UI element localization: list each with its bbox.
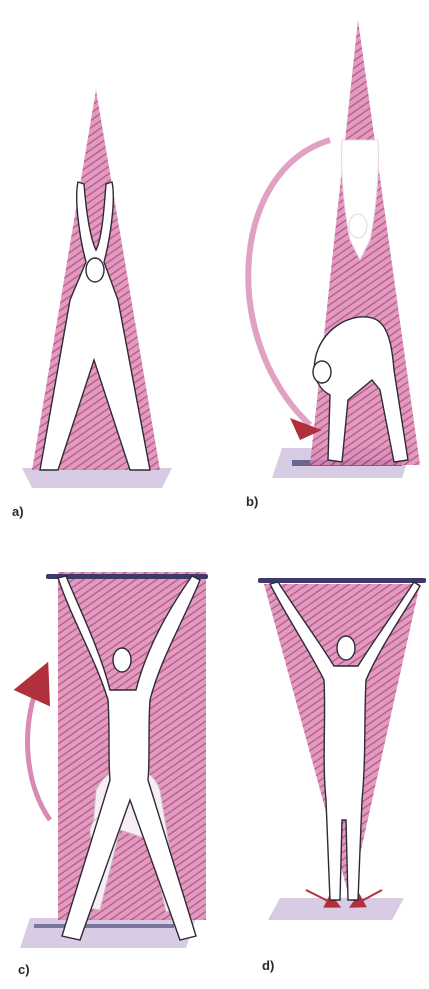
panel-label-d: d) <box>262 958 274 973</box>
panel-c <box>20 572 208 948</box>
bar-on-floor <box>34 924 174 928</box>
panel-label-b: b) <box>246 494 258 509</box>
floor-mat <box>20 918 196 948</box>
floor-mat <box>22 468 172 488</box>
panel-a <box>22 90 172 488</box>
panel-label-a: a) <box>12 504 24 519</box>
floor-mat <box>268 898 404 920</box>
panel-d <box>258 578 426 920</box>
panel-label-c: c) <box>18 962 30 977</box>
motion-arrow <box>28 680 50 820</box>
panel-b <box>248 20 420 478</box>
bar-overhead <box>46 574 208 579</box>
bar-overhead <box>258 578 426 583</box>
